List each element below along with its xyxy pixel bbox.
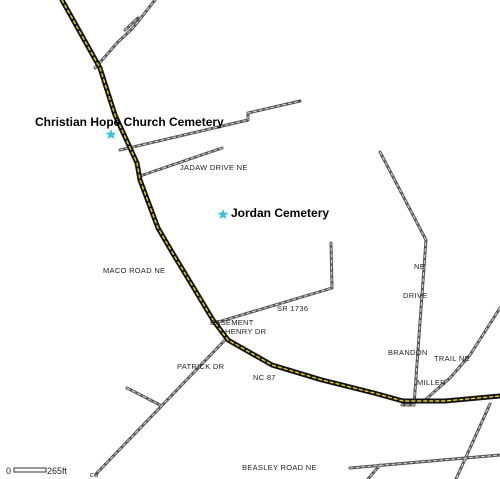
label-patrick-dr: PATRICK DR: [177, 362, 225, 371]
star-icon: [105, 129, 117, 140]
label-corner: co: [90, 470, 99, 479]
place-label: Jordan Cemetery: [231, 206, 329, 220]
road-sr1736: [216, 241, 334, 324]
label-easement: EASEMENT: [210, 318, 254, 327]
label-sr1736: SR 1736: [277, 304, 308, 313]
minor-roads: [93, 0, 500, 479]
scale-bar: 0 265ft: [6, 466, 68, 476]
label-ne: NE: [414, 262, 425, 271]
label-drive: DRIVE: [403, 291, 427, 300]
place-jordan-cemetery[interactable]: Jordan Cemetery: [217, 206, 330, 220]
label-brandon: BRANDON: [388, 348, 428, 357]
label-trail-ne: TRAIL NE: [434, 354, 470, 363]
road-ne-drive: [378, 150, 428, 407]
label-henry-dr: HENRY DR: [225, 327, 267, 336]
label-maco-road: MACO ROAD NE: [103, 266, 165, 275]
star-icon: [217, 209, 229, 220]
label-jadaw-drive: JADAW DRIVE NE: [180, 163, 248, 172]
road-labels: JADAW DRIVE NE MACO ROAD NE SR 1736 EASE…: [90, 163, 470, 479]
scale-start: 0: [6, 466, 11, 476]
highway-nc87: [59, 0, 500, 404]
place-christian-hope[interactable]: Christian Hope Church Cemetery: [35, 115, 224, 140]
scale-end: 265ft: [47, 466, 68, 476]
label-beasley-road: BEASLEY ROAD NE: [242, 463, 317, 472]
place-label: Christian Hope Church Cemetery: [35, 115, 224, 129]
label-miller: MILLER: [417, 378, 446, 387]
label-nc87: NC 87: [253, 373, 276, 382]
